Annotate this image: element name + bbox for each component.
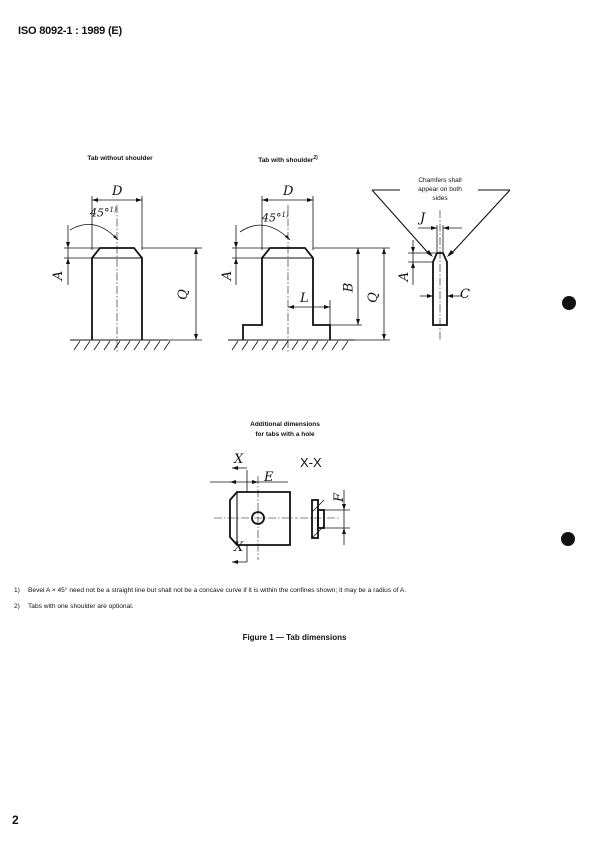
dim-label-e: E: [264, 470, 274, 485]
tab-side-view-drawing: [371, 189, 511, 340]
section-label-x-bottom: X: [234, 540, 244, 555]
angle-label-right: 45°1): [262, 211, 289, 225]
section-label-x-top: X: [234, 452, 244, 467]
caption-tab-without-shoulder: Tab without shoulder: [87, 155, 153, 162]
page-number: 2: [12, 813, 19, 827]
dim-label-j: J: [420, 211, 426, 226]
binding-hole-mark: [562, 296, 576, 310]
dim-label-a-left: A: [51, 270, 67, 281]
figure-title: Figure 1 — Tab dimensions: [242, 633, 347, 642]
tab-without-shoulder-drawing: [64, 196, 202, 352]
caption-tab-with-shoulder: Tab with shoulder2): [258, 155, 318, 165]
dim-label-a-side: A: [397, 271, 413, 282]
tab-with-hole-drawing: [210, 466, 350, 564]
dim-label-b: B: [341, 282, 357, 293]
caption-chamfers: Chamfers shall appear on both sides: [418, 177, 462, 202]
dim-label-c: C: [460, 287, 470, 302]
dim-label-l: L: [300, 291, 309, 306]
dim-label-f: F: [332, 492, 348, 503]
caption-additional-line2: for tabs with a hole: [255, 431, 315, 438]
dim-label-q-right: Q: [365, 292, 381, 303]
angle-label-left: 45°1): [90, 206, 117, 220]
caption-additional-line1: Additional dimensions: [250, 421, 320, 428]
dim-label-a-right: A: [220, 270, 236, 281]
binding-hole-mark: [561, 532, 575, 546]
section-label-xx: X-X: [300, 455, 322, 470]
tab-with-shoulder-drawing: [228, 196, 390, 352]
dim-label-q-left: Q: [175, 289, 191, 300]
footnote-1: 1)Bevel A × 45° need not be a straight l…: [14, 587, 407, 594]
footnote-2: 2)Tabs with one shoulder are optional.: [14, 603, 134, 610]
document-header: ISO 8092-1 : 1989 (E): [18, 25, 123, 37]
dim-label-d-right: D: [283, 184, 294, 199]
dim-label-d-left: D: [112, 184, 123, 199]
